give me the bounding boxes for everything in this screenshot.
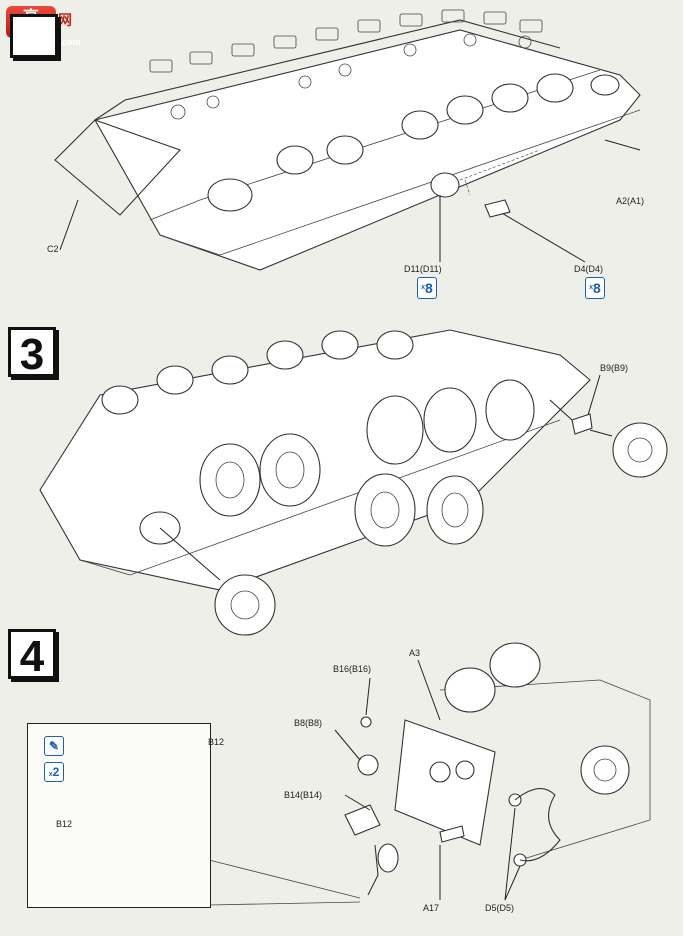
qty-badge-b12: x2 xyxy=(44,762,64,782)
label-a2: A2(A1) xyxy=(616,196,645,206)
label-b9: B9(B9) xyxy=(600,363,629,373)
step-2-number-box xyxy=(10,14,58,58)
step-2-hull-drawing xyxy=(54,9,641,271)
step-3-hull-drawing xyxy=(39,329,668,636)
paint-brush-icon: ✎ xyxy=(44,736,64,756)
label-a3: A3 xyxy=(409,648,421,658)
qty-prefix: x xyxy=(589,284,594,291)
label-b12-left: B12 xyxy=(56,819,73,829)
label-d4: D4(D4) xyxy=(574,264,604,274)
step-4-number-box: 4 xyxy=(8,629,56,681)
step-3-number: 3 xyxy=(19,330,45,379)
qty-value: 8 xyxy=(425,280,433,296)
step-4-drawing xyxy=(208,642,651,906)
label-d5: D5(D5) xyxy=(485,903,515,913)
watermark-brand: 网 xyxy=(58,12,72,28)
inset-detail-box: ✎ x2 B12 B12 xyxy=(27,723,224,908)
qty-badge-d11: x8 xyxy=(417,277,437,299)
label-b8: B8(B8) xyxy=(294,718,323,728)
label-b14: B14(B14) xyxy=(284,790,323,800)
step-4-number: 4 xyxy=(19,632,45,681)
label-b16: B16(B16) xyxy=(333,664,372,674)
label-b12-top: B12 xyxy=(208,737,225,747)
qty-value: 8 xyxy=(593,280,601,296)
qty-prefix: x xyxy=(48,771,53,778)
step-3-number-box: 3 xyxy=(8,327,56,379)
qty-badge-d4: x8 xyxy=(585,277,605,299)
label-d11: D11(D11) xyxy=(404,264,442,274)
qty-value: 2 xyxy=(52,765,60,779)
qty-prefix: x xyxy=(421,284,426,291)
label-a17: A17 xyxy=(423,903,440,913)
label-c2: C2 xyxy=(47,244,59,254)
